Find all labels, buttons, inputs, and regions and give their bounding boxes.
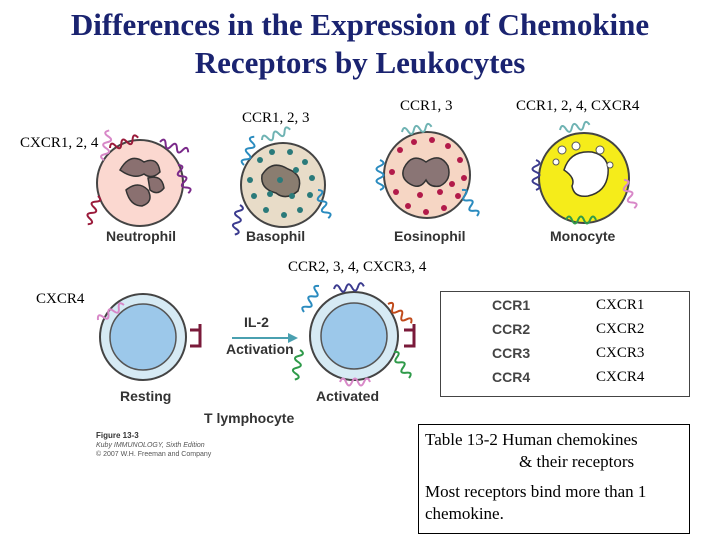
activated-name: Activated xyxy=(316,388,380,404)
monocyte-nucleus xyxy=(563,151,609,198)
title-line-2: Receptors by Leukocytes xyxy=(194,45,526,80)
table-note: Table 13-2 Human chemokines & their rece… xyxy=(418,424,690,534)
activated-receptor-label: CCR2, 3, 4, CXCR3, 4 xyxy=(288,259,427,275)
cxcr2-receptor xyxy=(83,193,103,227)
credit-copyright: © 2007 W.H. Freeman and Company xyxy=(96,451,212,458)
monocyte-cell xyxy=(531,120,639,225)
monocyte-receptor-label: CCR1, 2, 4, CXCR4 xyxy=(516,98,640,114)
legend-ccr3: CCR3 xyxy=(492,345,531,361)
eosinophil-nucleus xyxy=(402,157,450,188)
t-lymphocyte-name: T lymphocyte xyxy=(204,410,295,426)
title-line-1: Differences in the Expression of Chemoki… xyxy=(70,7,650,42)
monocyte-name: Monocyte xyxy=(550,228,616,244)
neutrophil-nucleus xyxy=(119,157,165,207)
neutrophil-cell xyxy=(83,128,193,227)
resting-name: Resting xyxy=(120,388,172,404)
ccr2-receptor xyxy=(332,281,366,294)
resting-receptor-label: CXCR4 xyxy=(36,291,85,307)
neutrophil-receptor-label: CXCR1, 2, 4 xyxy=(20,135,99,151)
basophil-name: Basophil xyxy=(246,228,306,244)
arrow-label-activation: Activation xyxy=(226,341,294,357)
basophil-receptor-label: CCR1, 2, 3 xyxy=(242,110,310,126)
legend-cxcr1: CXCR1 xyxy=(596,297,645,313)
eosinophil-cell xyxy=(375,122,482,219)
legend-cxcr3: CXCR3 xyxy=(596,345,645,361)
credit-book: Kuby IMMUNOLOGY, Sixth Edition xyxy=(96,442,205,449)
legend-ccr4: CCR4 xyxy=(492,369,531,385)
arrow-label-il2: IL-2 xyxy=(244,314,269,330)
legend-cxcr4: CXCR4 xyxy=(596,369,645,385)
activation-arrow xyxy=(232,333,298,343)
eosinophil-name: Eosinophil xyxy=(394,228,466,244)
page-title: Differences in the Expression of Chemoki… xyxy=(0,6,720,82)
credit-figure-number: Figure 13-3 xyxy=(96,431,139,440)
table-note-line-3: Most receptors bind more than 1 xyxy=(425,482,647,501)
eosinophil-receptor-label: CCR1, 3 xyxy=(400,98,453,114)
receptor-legend xyxy=(440,291,690,397)
ccr1-receptor xyxy=(259,125,293,145)
activated-t-cell xyxy=(290,281,416,387)
activated-nucleus xyxy=(320,302,388,370)
basophil-granules xyxy=(247,149,315,218)
figure-credit: Figure 13-3 Kuby IMMUNOLOGY, Sixth Editi… xyxy=(96,431,211,459)
legend-cxcr2: CXCR2 xyxy=(596,321,645,337)
legend-ccr2: CCR2 xyxy=(492,321,531,337)
table-note-line-2: & their receptors xyxy=(519,452,635,471)
il2-receptor xyxy=(404,324,416,348)
neutrophil-name: Neutrophil xyxy=(106,228,176,244)
legend-ccr1: CCR1 xyxy=(492,297,531,313)
il2-receptor xyxy=(190,324,202,348)
table-note-line-4: chemokine. xyxy=(425,504,504,523)
resting-nucleus xyxy=(109,303,177,371)
monocyte-vacuoles xyxy=(552,141,614,169)
ccr3-receptor xyxy=(375,159,385,191)
ccr2-receptor xyxy=(230,203,245,237)
eosinophil-granules xyxy=(389,137,467,215)
ccr1-receptor xyxy=(558,120,592,135)
resting-t-cell xyxy=(95,293,202,381)
basophil-cell xyxy=(230,125,333,237)
table-note-line-1: Table 13-2 Human chemokines xyxy=(425,430,638,449)
